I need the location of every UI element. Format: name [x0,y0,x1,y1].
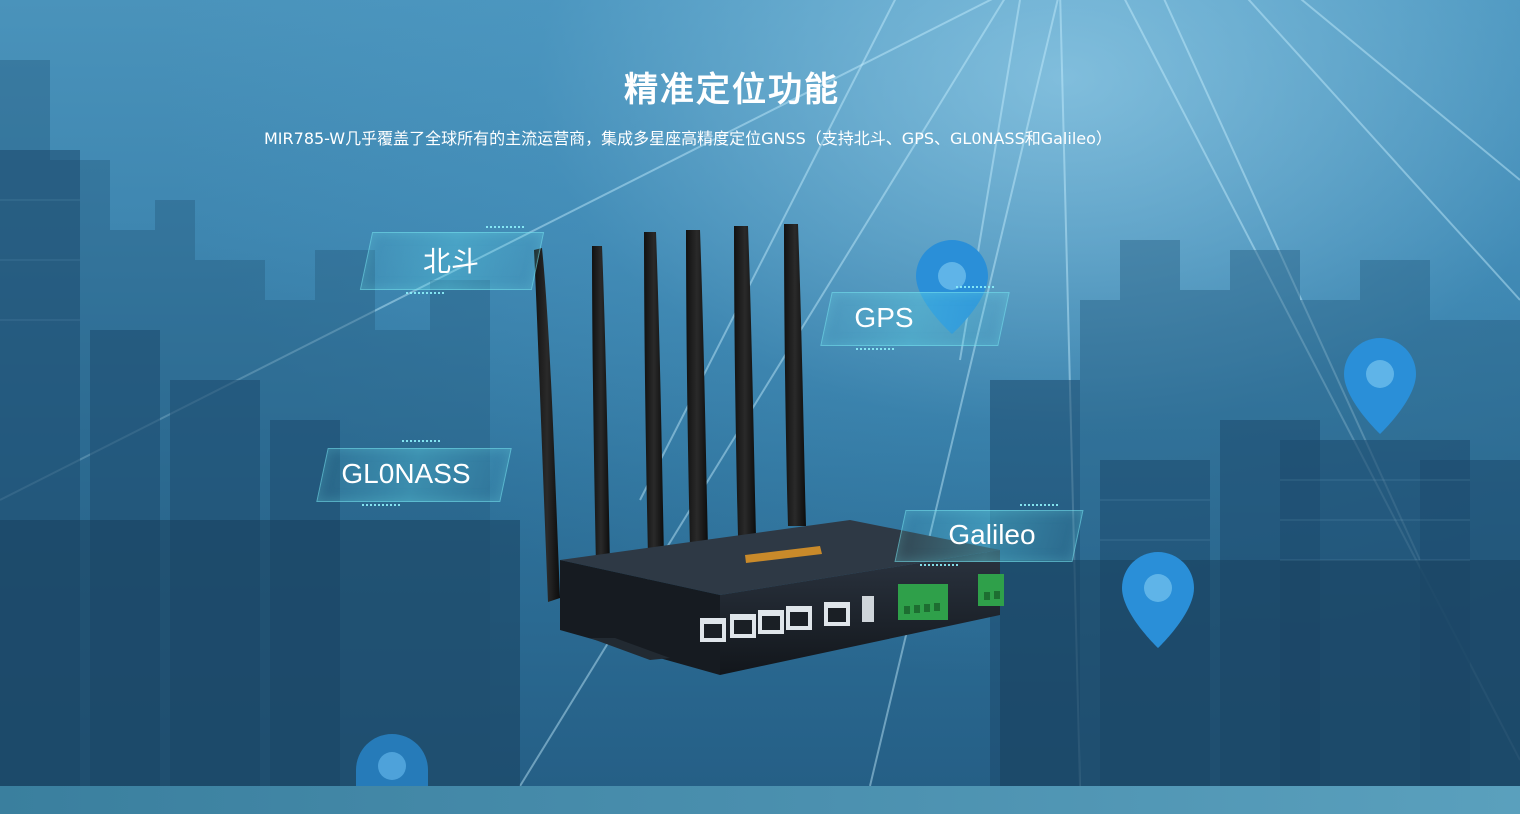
label-gps: GPS [820,286,1010,350]
page-subtitle: MIR785-W几乎覆盖了全球所有的主流运营商，集成多星座高精度定位GNSS（支… [264,129,1112,148]
page-title: 精准定位功能 [624,70,840,110]
label-galileo: Galileo [894,504,1084,566]
label-glonass: GL0NASS [316,440,512,506]
map-pin-icon [356,240,1416,786]
label-beidou: 北斗 [359,226,545,294]
router-device-image [534,224,1004,675]
city-skyline-illustration [0,0,1520,786]
bottom-strip [0,786,1520,814]
hero-background [0,0,1520,786]
